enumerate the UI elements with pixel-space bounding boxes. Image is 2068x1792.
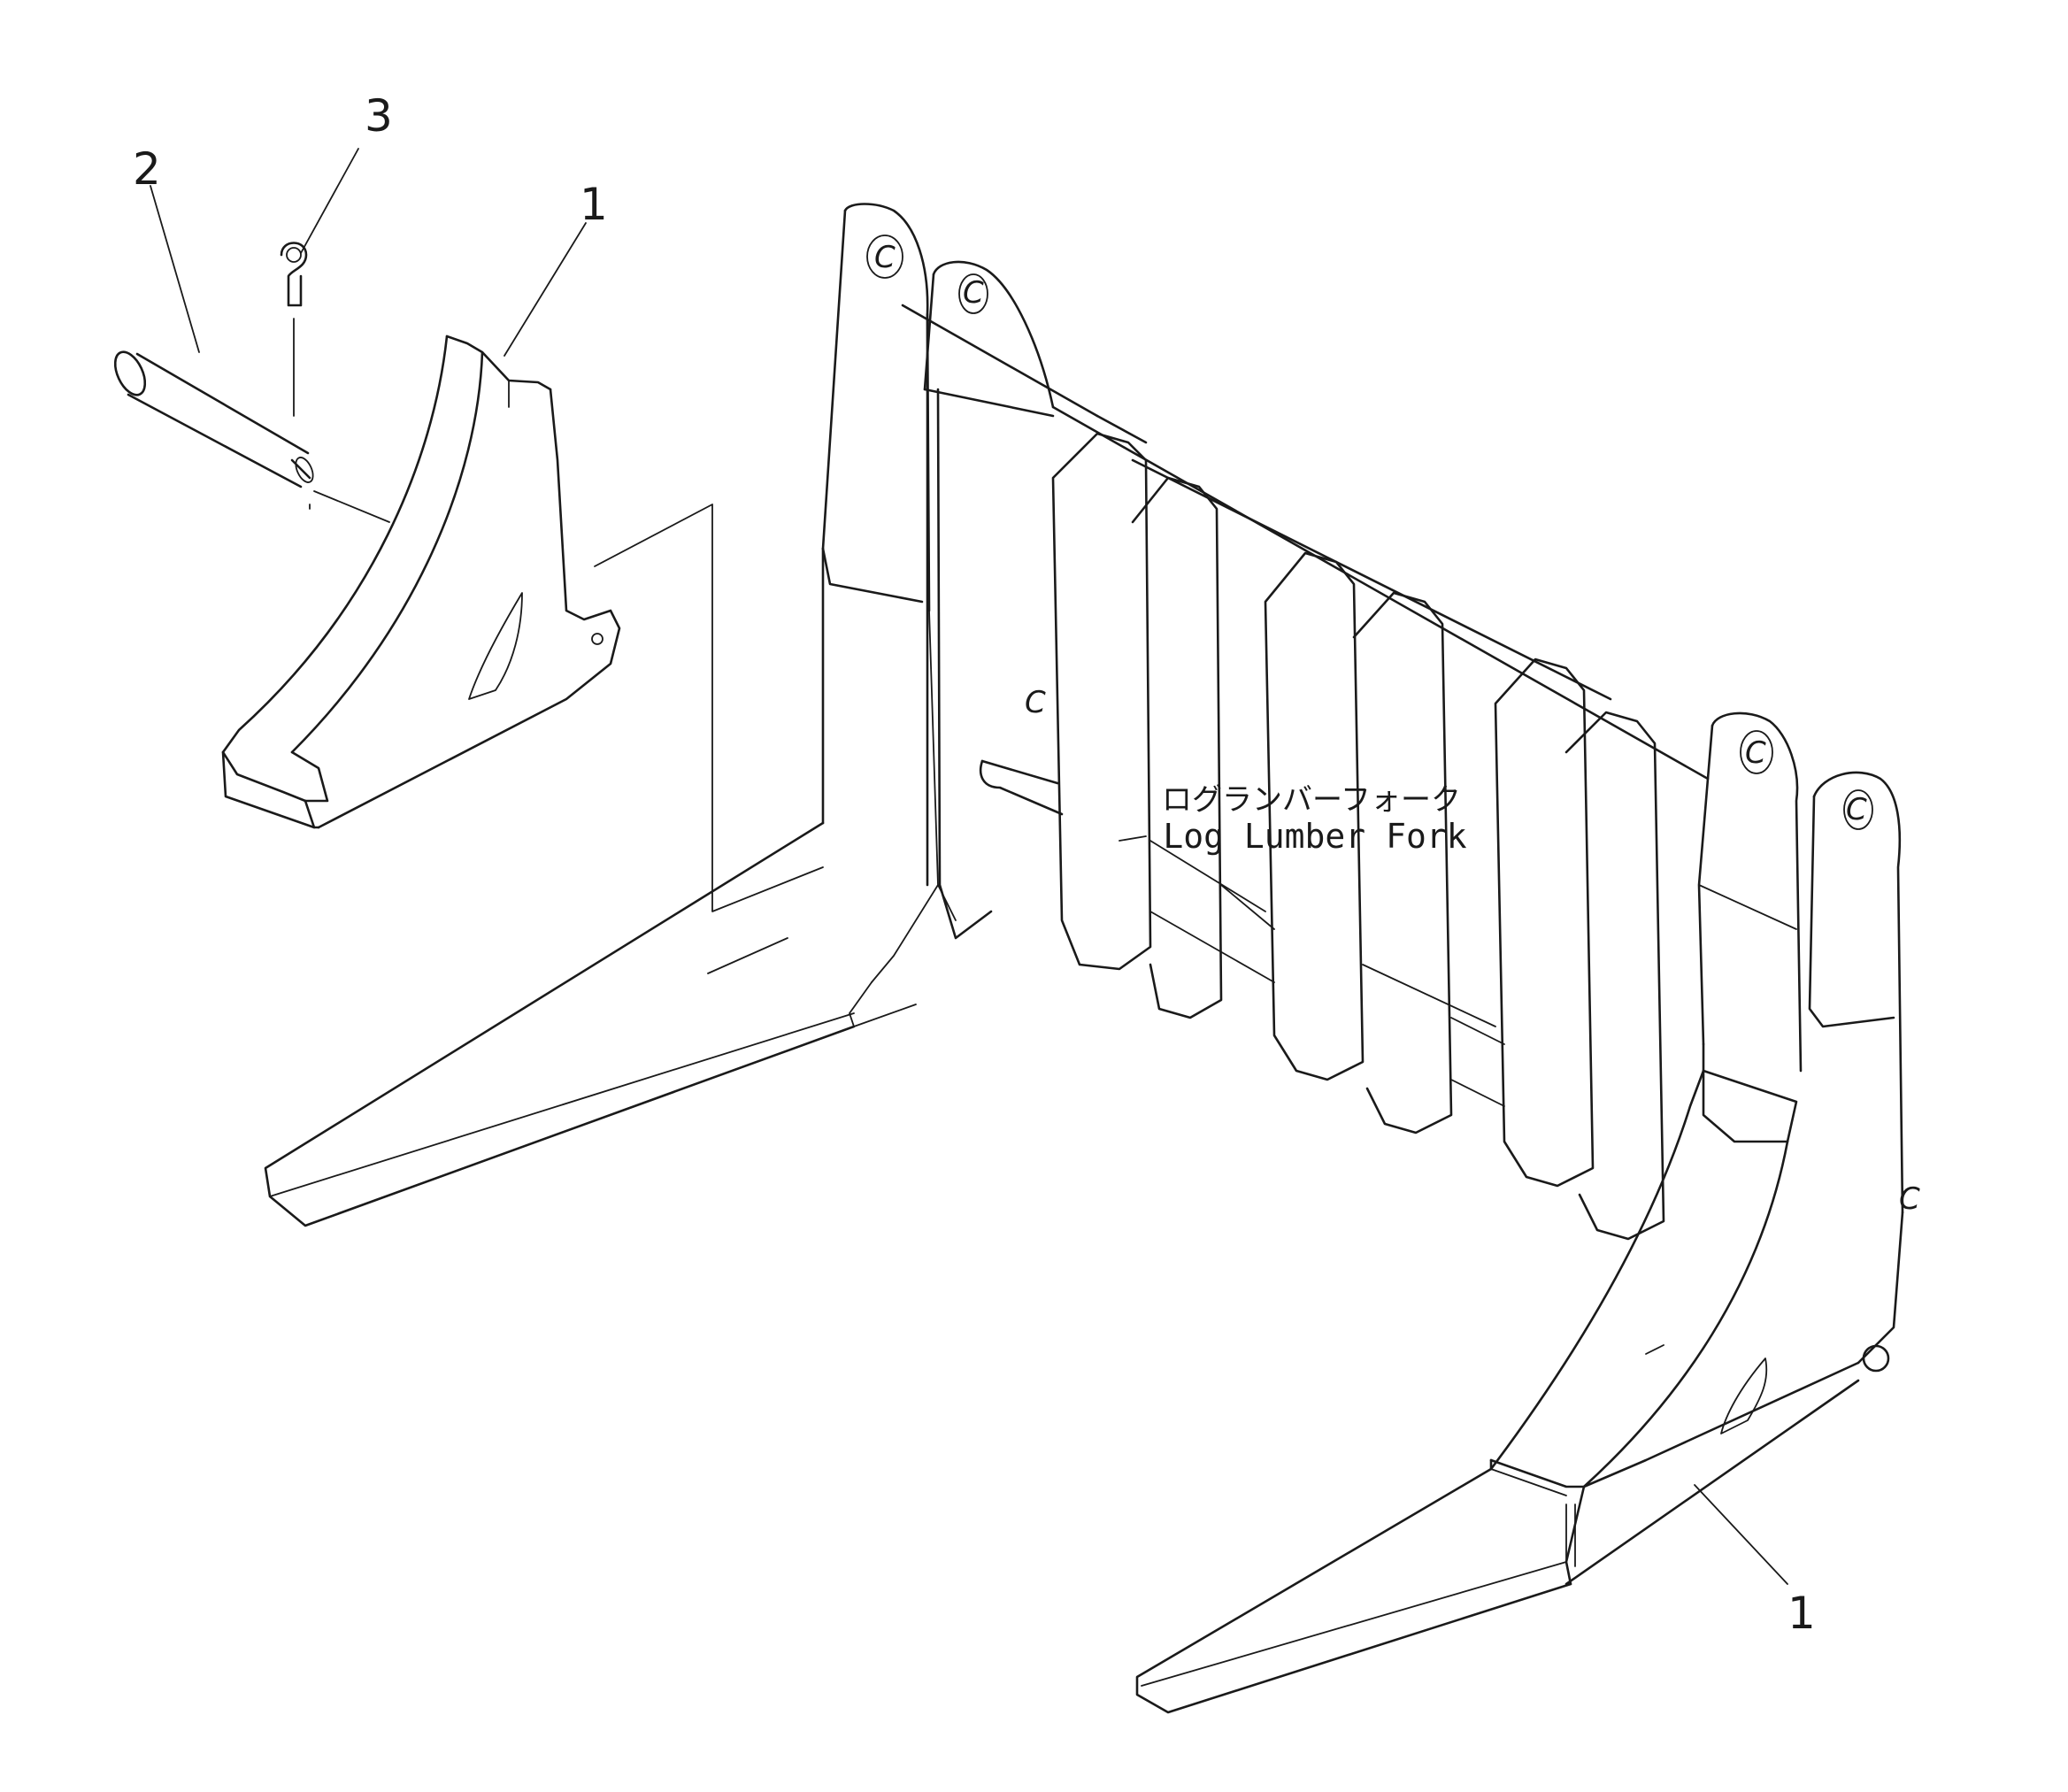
fork-right-upright-rear bbox=[1697, 711, 1803, 1143]
fork-guard-exploded bbox=[221, 335, 621, 829]
lock-pin-exploded bbox=[280, 242, 308, 417]
lower-cross-tube bbox=[979, 759, 1505, 1107]
top-cross-tube bbox=[901, 304, 1710, 781]
frame-mark: C bbox=[1025, 685, 1046, 720]
callout-1-bottom: 1 bbox=[1787, 1588, 1816, 1639]
fork-second-upright bbox=[923, 260, 1055, 940]
fork-right-upright-front bbox=[1808, 771, 1904, 1373]
callout-numbers: 1 2 3 1 bbox=[133, 90, 1816, 1639]
fork-left-upright bbox=[264, 203, 957, 1227]
back-plate-outline bbox=[594, 504, 824, 912]
title-english: Log Lumber Fork bbox=[1163, 817, 1466, 856]
diagram-title: ログランバーフォーク Log Lumber Fork bbox=[1119, 782, 1467, 856]
leader-lines bbox=[150, 148, 1788, 1585]
frame-mark: C bbox=[1846, 792, 1867, 827]
callout-3: 3 bbox=[365, 90, 393, 142]
callout-1-top: 1 bbox=[580, 179, 608, 230]
frame-marks: C C C C C C bbox=[874, 240, 1920, 1217]
frame-mark: C bbox=[874, 240, 896, 275]
frame-mark: C bbox=[1745, 735, 1766, 771]
pin-exploded bbox=[113, 350, 390, 523]
frame-mark: C bbox=[1899, 1181, 1920, 1217]
title-japanese: ログランバーフォーク bbox=[1162, 782, 1461, 818]
vertical-brackets bbox=[1051, 432, 1665, 1241]
callout-2: 2 bbox=[133, 143, 161, 195]
frame-mark: C bbox=[963, 275, 984, 311]
fork-right-tine bbox=[1135, 1069, 1860, 1714]
